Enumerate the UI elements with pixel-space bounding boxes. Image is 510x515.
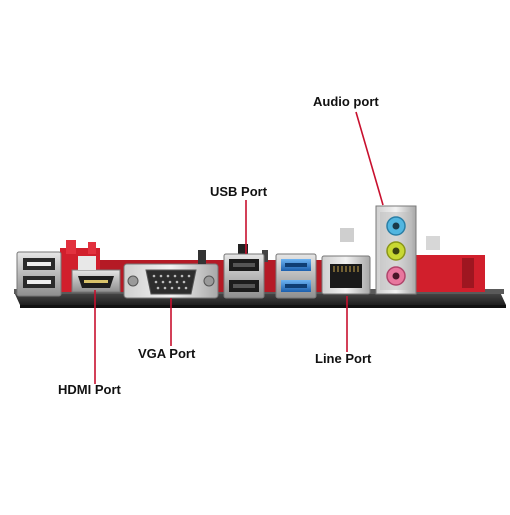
vga-port-label: VGA Port [138, 346, 196, 361]
rj45-connector [321, 255, 371, 295]
usb3-stack [275, 253, 317, 299]
board-components [198, 228, 440, 264]
hdmi-port-label: HDMI Port [58, 382, 121, 397]
hdmi-connector [71, 256, 121, 293]
usb-stack-left [16, 251, 62, 297]
line-port-label: Line Port [315, 351, 372, 366]
vga-connector [123, 263, 219, 299]
usb-port-label: USB Port [210, 184, 268, 199]
audio-port-label: Audio port [313, 94, 379, 109]
audio-panel [375, 205, 417, 295]
callout-lines [94, 111, 384, 384]
audio-pointer [355, 111, 384, 206]
usb-stack-center [223, 253, 265, 299]
